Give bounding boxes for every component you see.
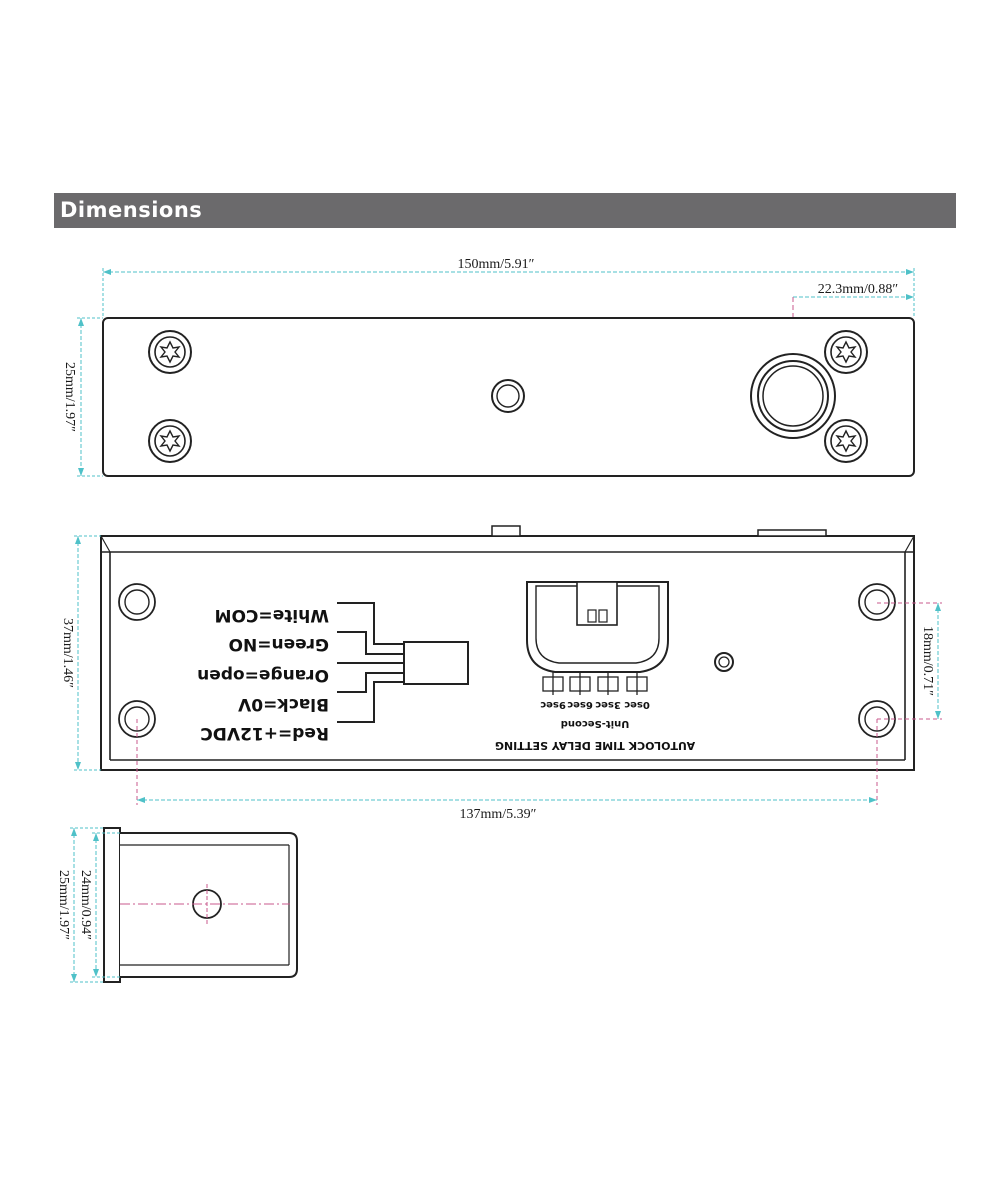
- vertical-spacing-label: 18mm/0.71″: [920, 626, 935, 696]
- section-title: Dimensions: [60, 198, 203, 222]
- mounting-hole-icon: [858, 583, 896, 621]
- section-header: Dimensions: [54, 193, 956, 228]
- dip-switch: [576, 581, 618, 626]
- side-inner-height-label: 24mm/0.94″: [78, 870, 93, 940]
- torx-screw-icon: [824, 419, 868, 463]
- arrow-left-icon: [103, 269, 111, 275]
- arrow-right-icon: [906, 269, 914, 275]
- wire-label: Red=+12VDC: [200, 723, 329, 743]
- wire-label: Black=0V: [237, 694, 329, 714]
- top-view: 150mm/5.91″ 22.3mm/0.88″ 25mm/1.97″: [62, 257, 915, 477]
- wires: [337, 602, 404, 723]
- front-view: 37mm/1.46″ 18mm/0.71″ 137mm/5.39″ White=…: [60, 525, 942, 822]
- dip-option-label: 9sec: [540, 699, 566, 710]
- torx-screw-icon: [148, 330, 192, 374]
- dip-option-label: 6sec: [567, 699, 593, 710]
- unit-label: Unit-Second: [561, 718, 630, 729]
- dip-switch-module: [526, 581, 669, 673]
- dip-option-labels: 9sec 6sec 3sec 0sec: [540, 699, 650, 710]
- torx-screw-icon: [824, 330, 868, 374]
- front-height-label: 37mm/1.46″: [60, 618, 75, 688]
- wire-label: White=COM: [215, 605, 329, 625]
- wire-labels: White=COM Green=NO Orange=open Black=0V …: [197, 605, 329, 743]
- setting-label: AUTOLOCK TIME DELAY SETTING: [495, 739, 695, 752]
- lock-body-front: [100, 535, 915, 771]
- jumper-pads: [542, 672, 648, 695]
- horizontal-spacing-label: 137mm/5.39″: [460, 807, 537, 822]
- wire-label: Orange=open: [197, 665, 329, 685]
- top-height-label: 25mm/1.97″: [62, 362, 77, 432]
- wire-label: Green=NO: [229, 634, 329, 654]
- dip-option-label: 3sec: [595, 699, 621, 710]
- wire-connector: [403, 641, 469, 685]
- dip-option-label: 0sec: [624, 699, 650, 710]
- side-flange: [103, 827, 121, 983]
- torx-screw-icon: [148, 419, 192, 463]
- side-view: 24mm/0.94″ 25mm/1.97″: [56, 827, 298, 983]
- mounting-hole-icon: [118, 583, 156, 621]
- side-outer-height-label: 25mm/1.97″: [56, 870, 71, 940]
- length-label: 150mm/5.91″: [458, 257, 535, 272]
- button-offset-label: 22.3mm/0.88″: [818, 282, 899, 297]
